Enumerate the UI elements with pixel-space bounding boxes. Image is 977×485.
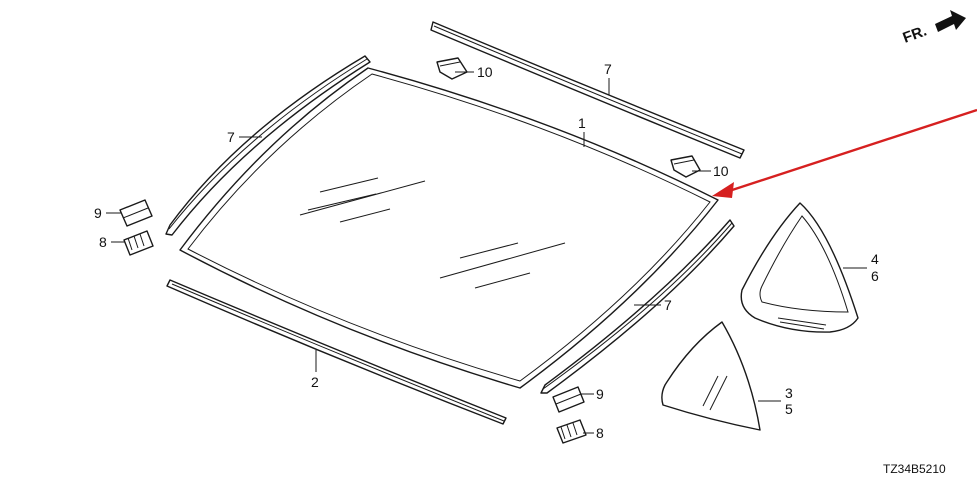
highlight-arrow bbox=[712, 108, 977, 198]
callout-fastener-right-8: 8 bbox=[596, 425, 604, 441]
callout-lower-molding: 2 bbox=[311, 374, 319, 390]
fastener-left-9[interactable] bbox=[119, 199, 153, 227]
lower-molding[interactable] bbox=[166, 279, 507, 425]
callout-quarter-frame-a: 4 bbox=[871, 251, 879, 267]
callout-top-molding: 7 bbox=[604, 61, 612, 77]
callout-clip-top-left: 10 bbox=[477, 64, 493, 80]
quarter-frame[interactable] bbox=[740, 202, 859, 333]
callout-fastener-left-8: 8 bbox=[99, 234, 107, 250]
front-direction-indicator: FR. bbox=[901, 10, 966, 47]
fastener-right-9[interactable] bbox=[552, 386, 585, 413]
direction-label: FR. bbox=[901, 23, 930, 47]
callout-clip-top-right: 10 bbox=[713, 163, 729, 179]
arrow-icon bbox=[935, 10, 966, 32]
callout-fastener-right-9: 9 bbox=[596, 386, 604, 402]
callout-quarter-frame-b: 6 bbox=[871, 268, 879, 284]
left-side-molding[interactable] bbox=[165, 55, 371, 236]
fastener-left-8[interactable] bbox=[123, 230, 154, 256]
fastener-right-8[interactable] bbox=[556, 419, 587, 444]
clip-top-left[interactable] bbox=[436, 57, 468, 80]
quarter-glass[interactable] bbox=[661, 321, 761, 431]
callout-side-molding-left: 7 bbox=[227, 129, 235, 145]
callout-fastener-left-9: 9 bbox=[94, 205, 102, 221]
windshield-glass[interactable] bbox=[179, 67, 719, 389]
clip-top-right[interactable] bbox=[670, 155, 701, 178]
callout-quarter-glass-b: 5 bbox=[785, 401, 793, 417]
callout-quarter-glass-a: 3 bbox=[785, 385, 793, 401]
callout-side-molding-right: 7 bbox=[664, 297, 672, 313]
callout-windshield: 1 bbox=[578, 115, 586, 131]
leader-lines bbox=[106, 71, 867, 434]
drawing-code: TZ34B5210 bbox=[883, 462, 946, 476]
top-molding[interactable] bbox=[430, 21, 745, 159]
